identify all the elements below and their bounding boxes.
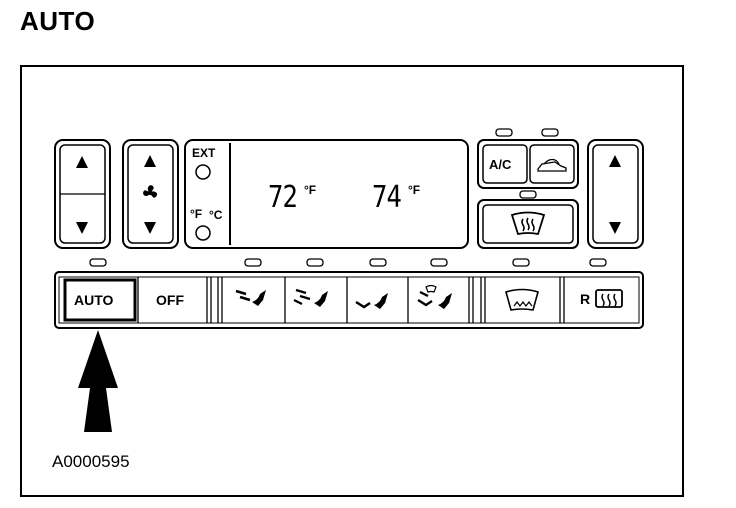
mode-indicators [89,258,607,267]
windshield-defrost-icon[interactable] [505,288,539,311]
max-defrost-button[interactable] [477,199,579,249]
right-temp-down-icon[interactable] [609,222,621,234]
floor-defrost-icon[interactable] [417,284,452,310]
floor-vent-icon[interactable] [355,293,388,309]
auto-button-box[interactable] [63,278,137,322]
ext-indicator-icon[interactable] [195,164,211,180]
page-title: AUTO [20,6,96,36]
left-temp-control[interactable] [54,139,111,249]
left-temp-down-icon[interactable] [76,222,88,234]
celsius-label: °C [209,208,223,222]
fan-up-icon[interactable] [144,155,156,167]
right-temp-up-icon[interactable] [609,155,621,167]
fan-speed-control[interactable] [122,139,179,249]
off-button[interactable]: OFF [156,292,184,308]
left-temperature: 72 [268,180,298,215]
ac-button[interactable] [482,144,528,184]
ac-indicator-icon [495,128,513,137]
windshield-defrost-icon [510,211,546,236]
diagram-frame [20,65,684,497]
reference-code: A0000595 [52,452,130,471]
rear-defrost-icon[interactable] [595,289,623,308]
right-temperature: 74 [372,180,402,215]
callout-arrow [78,330,118,432]
ext-label: EXT [192,146,216,160]
unit-indicator-icon[interactable] [195,225,211,241]
ac-label[interactable]: A/C [489,157,512,172]
left-temp-unit: °F [304,183,317,197]
recirculation-icon [537,158,567,172]
fan-icon [143,185,158,198]
display-panel [184,139,469,249]
max-defrost-indicator-icon [519,190,537,199]
fahrenheit-label: °F [190,207,203,221]
bilevel-vent-icon[interactable] [293,288,328,307]
recirc-indicator-icon [541,128,559,137]
panel-vent-icon[interactable] [235,289,266,306]
left-temp-up-icon[interactable] [76,156,88,168]
ac-recirc-group [477,128,579,199]
auto-button[interactable]: AUTO [74,292,114,308]
right-temp-control[interactable] [587,139,644,249]
mode-button-bar [54,271,644,329]
fan-down-icon[interactable] [144,222,156,234]
right-temp-unit: °F [408,183,421,197]
rear-defrost-label: R [580,291,591,307]
